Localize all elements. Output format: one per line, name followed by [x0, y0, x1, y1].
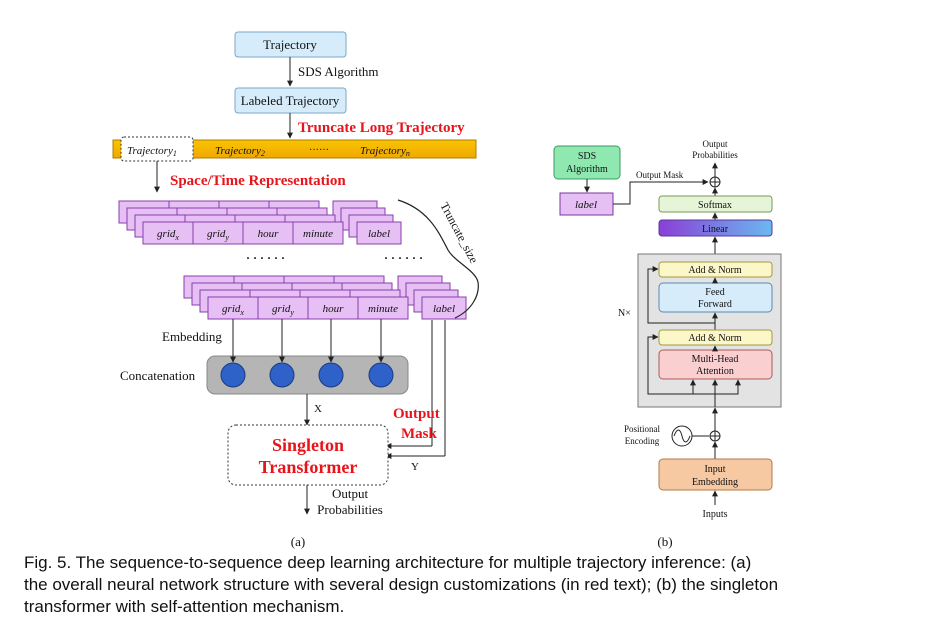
- upper-feature-cell: [292, 221, 344, 245]
- feature-node-arrows: [230, 319, 384, 363]
- input-embedding-text-1: Input: [704, 464, 725, 475]
- lower-label-text: label: [433, 303, 455, 315]
- panel-b-label: (b): [657, 534, 672, 549]
- space-time-text: Space/Time Representation: [170, 173, 346, 189]
- upper-feature-text: gridx: [157, 228, 179, 242]
- concatenation-text: Concatenation: [120, 368, 196, 383]
- stack-dots-right: · · · · · ·: [384, 251, 423, 265]
- singleton-transformer-box: [227, 424, 389, 486]
- feed-forward-text-1: Feed: [705, 287, 724, 298]
- caption-line-2: the overall neural network structure wit…: [24, 575, 779, 594]
- positional-wave-icon: [673, 429, 691, 443]
- embedding-node: [368, 362, 394, 388]
- output-probs-b-2: Probabilities: [692, 150, 738, 160]
- output-mask-text-2: Mask: [401, 426, 437, 442]
- singleton-text-2: Transformer: [259, 457, 358, 477]
- trajectory-1-label: Trajectory1: [127, 145, 177, 158]
- mha-input-right: [715, 379, 741, 395]
- feed-forward-text-2: Forward: [698, 299, 732, 310]
- panel-a-label: (a): [291, 534, 305, 549]
- panel-b: SDS Algorithm label Output Mask Output P…: [553, 139, 782, 549]
- multi-head-text-2: Attention: [696, 366, 734, 377]
- mha-input-left: [690, 379, 715, 395]
- linear-box: [658, 219, 773, 237]
- figure-caption: Fig. 5. The sequence-to-sequence deep le…: [24, 552, 929, 618]
- lower-feature-text: minute: [368, 303, 398, 315]
- lower-feature-text: gridy: [272, 303, 294, 317]
- positional-text-1: Positional: [624, 424, 661, 434]
- trajectory-1-box: [120, 136, 194, 162]
- inputs-text: Inputs: [703, 509, 728, 520]
- sds-algorithm-text: SDS Algorithm: [298, 64, 379, 79]
- sds-text-2: Algorithm: [566, 164, 608, 175]
- singleton-text-1: Singleton: [272, 435, 344, 455]
- add-norm-top-box: [658, 261, 773, 278]
- trajectory-label: Trajectory: [263, 37, 317, 52]
- sds-text-1: SDS: [578, 151, 596, 162]
- stack-dots-left: · · · · · ·: [246, 251, 285, 265]
- labeled-trajectory-label: Labeled Trajectory: [241, 93, 340, 108]
- input-embedding-box: [658, 458, 773, 491]
- upper-feature-text: hour: [258, 228, 280, 240]
- panel-a: Trajectory SDS Algorithm Labeled Traject…: [112, 31, 481, 549]
- upper-feature-stack: gridx gridy hour minute label: [118, 200, 402, 245]
- output-probs-a-2: Probabilities: [317, 502, 383, 517]
- truncate-long-text: Truncate Long Trajectory: [298, 120, 465, 136]
- label-text-b: label: [575, 199, 597, 211]
- x-label: X: [314, 403, 322, 415]
- residual-top: [647, 266, 715, 324]
- truncate-brace: [397, 199, 479, 319]
- add-norm-top-text: Add & Norm: [688, 265, 742, 276]
- lower-feature-stack: gridx gridy hour minute label: [183, 275, 467, 320]
- upper-label-text: label: [368, 228, 390, 240]
- output-mask-text-b: Output Mask: [636, 170, 684, 180]
- linear-text: Linear: [702, 224, 729, 235]
- caption-line-3: transformer with self-attention mechanis…: [24, 597, 345, 616]
- truncate-size-text: Truncate_size: [437, 200, 481, 266]
- positional-text-2: Encoding: [625, 436, 660, 446]
- embedding-node: [220, 362, 246, 388]
- add-norm-bottom-box: [658, 329, 773, 346]
- caption-line-1: Fig. 5. The sequence-to-sequence deep le…: [24, 553, 752, 572]
- lower-feature-cell: [357, 296, 409, 320]
- output-probs-b-1: Output: [702, 139, 728, 149]
- residual-bottom: [647, 334, 715, 395]
- trajectory-ellipsis: ······: [309, 145, 329, 156]
- upper-label-cell: [356, 221, 402, 245]
- trajectory-n-label: Trajectoryn: [360, 145, 410, 158]
- embedding-node: [318, 362, 344, 388]
- add-norm-bottom-text: Add & Norm: [688, 333, 742, 344]
- upper-feature-text: gridy: [207, 228, 229, 242]
- upper-feature-text: minute: [303, 228, 333, 240]
- output-mask-line: [613, 179, 709, 205]
- lower-feature-text: gridx: [222, 303, 244, 317]
- multi-head-text-1: Multi-Head: [692, 354, 739, 365]
- input-embedding-text-2: Embedding: [692, 477, 738, 488]
- nx-text: N×: [618, 308, 631, 319]
- lower-feature-text: hour: [323, 303, 345, 315]
- softmax-box: [658, 195, 773, 213]
- y-label: Y: [411, 461, 419, 473]
- embedding-text: Embedding: [162, 329, 222, 344]
- softmax-text: Softmax: [698, 200, 732, 211]
- trajectory-bar: [112, 139, 477, 159]
- lower-label-cell: [421, 296, 467, 320]
- embedding-node: [269, 362, 295, 388]
- output-probs-a-1: Output: [332, 486, 369, 501]
- embedding-nodes: [220, 362, 394, 388]
- output-mask-text-1: Output: [393, 406, 440, 422]
- trajectory-2-label: Trajectory2: [215, 145, 265, 158]
